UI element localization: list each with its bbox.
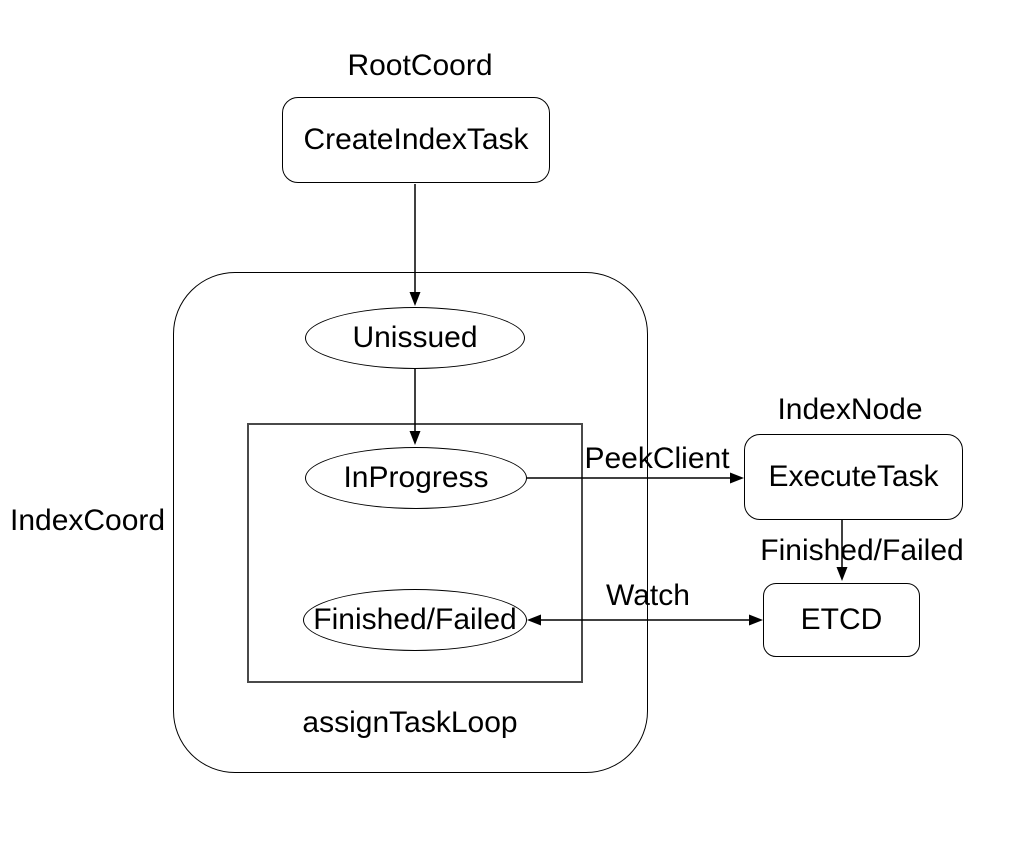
label-indexnode: IndexNode xyxy=(777,392,923,426)
arrowhead-right-etcd-watch xyxy=(749,614,763,626)
edge-label-finished-failed: Finished/Failed xyxy=(760,533,964,567)
node-finished-failed: Finished/Failed xyxy=(303,589,527,651)
label-rootcoord: RootCoord xyxy=(347,48,493,82)
edge-label-peekclient: PeekClient xyxy=(584,441,730,475)
node-execute-task: ExecuteTask xyxy=(744,434,963,520)
indexcoord-group-border xyxy=(173,272,648,773)
node-create-index-task: CreateIndexTask xyxy=(282,97,550,183)
arrowhead-down-etcd xyxy=(836,567,848,581)
node-in-progress: InProgress xyxy=(305,447,527,509)
node-unissued: Unissued xyxy=(305,307,525,369)
node-etcd: ETCD xyxy=(763,583,920,657)
arrowhead-right-executetask xyxy=(730,472,744,484)
label-assigntaskloop: assignTaskLoop xyxy=(302,705,518,739)
edge-label-watch: Watch xyxy=(606,578,690,612)
label-indexcoord: IndexCoord xyxy=(10,503,166,537)
